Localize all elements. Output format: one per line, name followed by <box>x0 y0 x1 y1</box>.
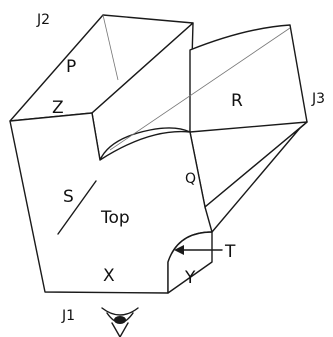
t-arrow-head <box>174 245 184 255</box>
label-q: Q <box>185 171 196 187</box>
right-block-front-face <box>189 121 308 208</box>
label-j3: J3 <box>311 91 325 107</box>
label-x: X <box>103 266 115 286</box>
label-t: T <box>224 242 236 262</box>
label-j2: J2 <box>36 12 50 28</box>
label-z: Z <box>52 98 64 118</box>
bottom-right-face <box>204 121 308 233</box>
label-top: Top <box>100 208 130 228</box>
eye-icon <box>101 307 139 337</box>
label-s: S <box>63 187 74 207</box>
channel-gradient-line <box>109 27 291 151</box>
front-slash <box>57 180 97 235</box>
label-r: R <box>231 91 243 111</box>
label-j1: J1 <box>61 308 75 324</box>
left-block-inner-fold <box>102 14 119 81</box>
corner-notch <box>167 231 213 294</box>
label-p: P <box>66 57 76 77</box>
label-y: Y <box>184 268 196 288</box>
